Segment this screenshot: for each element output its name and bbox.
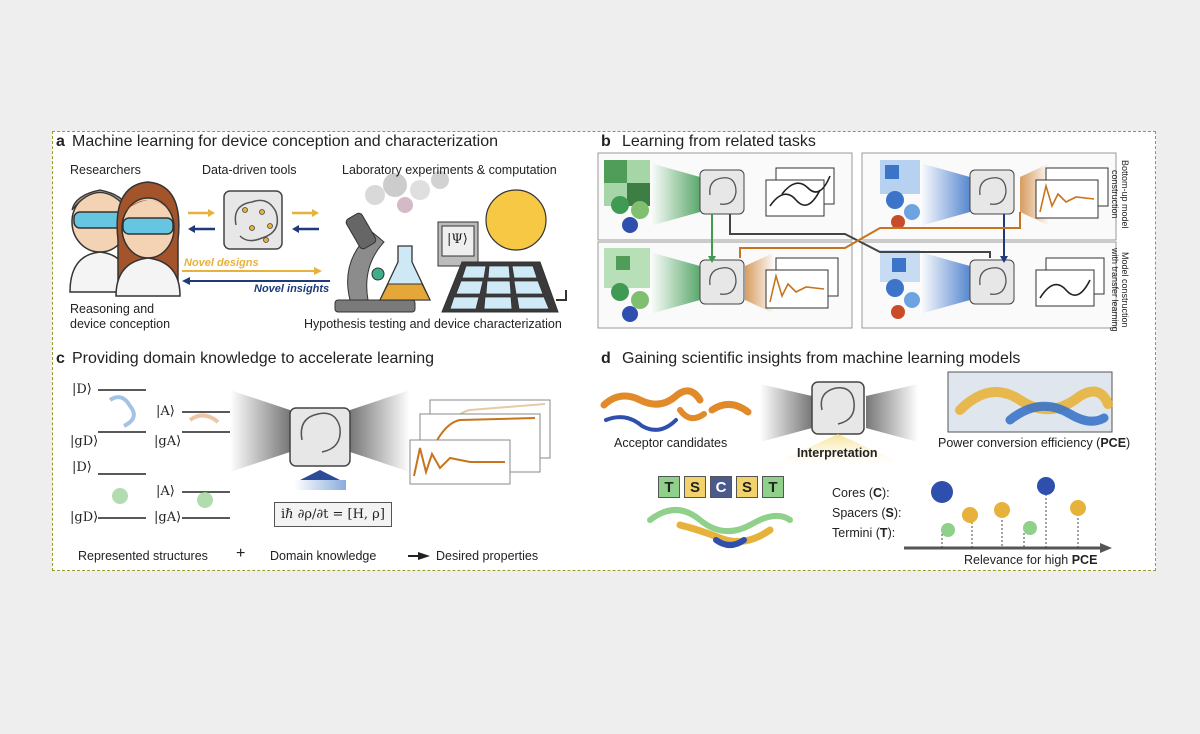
- acceptor-label: Acceptor candidates: [614, 436, 728, 450]
- state-D-2: |D⟩: [72, 460, 92, 475]
- laboratory-illustration: [334, 171, 567, 313]
- panel-d-funnels: [760, 381, 918, 470]
- researchers-illustration: [69, 181, 181, 297]
- panel-d-title: Gaining scientific insights from machine…: [622, 350, 1021, 367]
- panel-c-funnels: [230, 390, 410, 490]
- panel-a-arrows: [182, 209, 330, 285]
- state-A-2: |A⟩: [156, 484, 175, 499]
- state-A-1: |A⟩: [156, 404, 175, 419]
- state-gD-1: |gD⟩: [70, 434, 99, 449]
- termini-label: Termini (T):: [832, 526, 895, 540]
- relevance-bold: PCE: [1071, 553, 1098, 567]
- state-gA-1: |gA⟩: [154, 434, 182, 449]
- side-label-bottom-line2: with transfer learning: [1110, 248, 1120, 332]
- termini-suffix: ):: [887, 526, 896, 540]
- panel-b-molecules: [611, 191, 920, 322]
- termini-bold: T: [879, 526, 888, 540]
- reasoning-line2: device conception: [70, 317, 171, 331]
- panel-c-letter: c: [56, 350, 65, 367]
- spacers-label: Spacers (S):: [832, 506, 901, 520]
- panel-d-molecules: [600, 387, 752, 432]
- pce-label: Power conversion efficiency (PCE): [938, 436, 1130, 450]
- side-label-top: Bottom-up model construction: [1110, 160, 1130, 229]
- cores-suffix: ):: [882, 486, 890, 500]
- pce-label-bold: PCE: [1100, 436, 1127, 450]
- seq-box-2: S: [684, 476, 706, 498]
- seq-box-4: S: [736, 476, 758, 498]
- brain-icon: [223, 190, 283, 250]
- side-label-top-line1: Bottom-up model: [1120, 160, 1130, 229]
- pce-label-suffix: ): [1126, 436, 1131, 450]
- novel-insights-label: Novel insights: [254, 283, 330, 295]
- panel-b-title: Learning from related tasks: [622, 133, 816, 150]
- termini-prefix: Termini (: [832, 526, 880, 540]
- spacers-suffix: ):: [893, 506, 902, 520]
- reasoning-line1: Reasoning and: [70, 302, 155, 316]
- panel-c-bottom-arrows: [408, 552, 430, 560]
- panel-a-title: Machine learning for device conception a…: [72, 133, 499, 150]
- panel-c-title: Providing domain knowledge to accelerate…: [72, 350, 434, 367]
- side-label-bottom-line1: Model construction: [1120, 252, 1130, 328]
- panel-b-heatmaps: [604, 160, 920, 288]
- psi-ket: |Ψ⟩: [447, 232, 468, 247]
- seq-box-1: T: [658, 476, 680, 498]
- equation-box: iℏ ∂ρ/∂t = [H, ρ]: [274, 502, 392, 527]
- represented-label: Represented structures: [78, 549, 208, 563]
- cores-bold: C: [872, 486, 883, 500]
- cores-label: Cores (C):: [832, 486, 890, 500]
- panel-d-letter: d: [601, 350, 611, 367]
- relevance-label: Relevance for high PCE: [964, 553, 1097, 567]
- cores-prefix: Cores (: [832, 486, 873, 500]
- spacers-prefix: Spacers (: [832, 506, 886, 520]
- novel-designs-label: Novel designs: [184, 257, 259, 269]
- panel-a-letter: a: [56, 133, 65, 150]
- plus-sign: +: [236, 545, 246, 562]
- state-gA-2: |gA⟩: [154, 510, 182, 525]
- state-D-1: |D⟩: [72, 382, 92, 397]
- hypothesis-label: Hypothesis testing and device characteri…: [304, 317, 562, 331]
- interpretation-label: Interpretation: [797, 446, 878, 460]
- relevance-prefix: Relevance for high: [964, 553, 1072, 567]
- panel-b-crossing-arrows: [708, 212, 1021, 263]
- seq-box-3: C: [710, 476, 732, 498]
- spacers-bold: S: [885, 506, 894, 520]
- domain-label: Domain knowledge: [270, 549, 377, 563]
- panel-b-plots: [765, 167, 1109, 309]
- side-label-top-line2: construction: [1110, 170, 1120, 219]
- tools-label: Data-driven tools: [202, 163, 297, 177]
- side-label-bottom: Model construction with transfer learnin…: [1110, 248, 1130, 332]
- panel-b-letter: b: [601, 133, 611, 150]
- lab-label: Laboratory experiments & computation: [342, 163, 557, 177]
- seq-box-5: T: [762, 476, 784, 498]
- pce-label-prefix: Power conversion efficiency (: [938, 436, 1101, 450]
- pce-image: [947, 371, 1113, 433]
- state-gD-2: |gD⟩: [70, 510, 99, 525]
- panel-b-brains: [699, 169, 1015, 305]
- researchers-label: Researchers: [70, 163, 141, 177]
- tscst-molecule: [647, 507, 793, 548]
- desired-label: Desired properties: [436, 549, 539, 563]
- energy-level-diagrams: [98, 389, 230, 519]
- panel-c-plots: [409, 399, 551, 485]
- relevance-axis: [904, 477, 1112, 553]
